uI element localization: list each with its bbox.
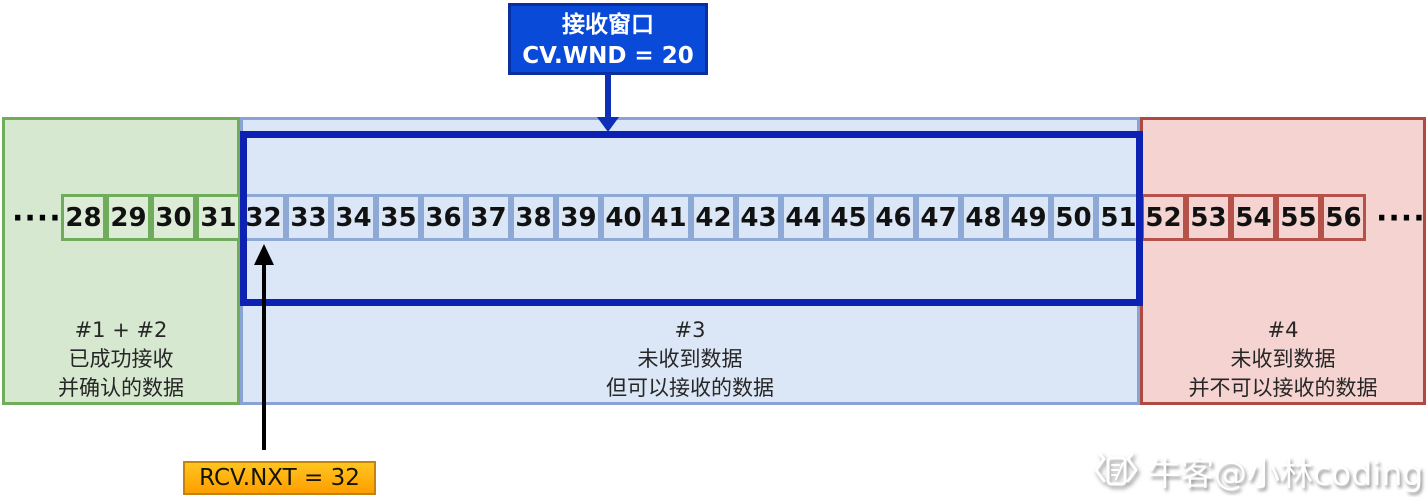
window-pointer-arrow-line <box>605 74 611 118</box>
sequence-cell-37: 37 <box>466 194 511 241</box>
sequence-cell-28: 28 <box>61 194 106 241</box>
region-label-line: 已成功接收 <box>68 347 174 371</box>
ellipsis-right: ····· <box>1376 201 1428 236</box>
sequence-cell-48: 48 <box>961 194 1006 241</box>
region-label-line: 并不可以接收的数据 <box>1188 376 1378 400</box>
sequence-cell-45: 45 <box>826 194 871 241</box>
sequence-cell-53: 53 <box>1186 194 1231 241</box>
sequence-cell-36: 36 <box>421 194 466 241</box>
sequence-cell-42: 42 <box>691 194 736 241</box>
sequence-cell-52: 52 <box>1141 194 1186 241</box>
sequence-cell-47: 47 <box>916 194 961 241</box>
sequence-cell-43: 43 <box>736 194 781 241</box>
sequence-cell-30: 30 <box>151 194 196 241</box>
niuke-logo-icon <box>1094 452 1138 486</box>
sequence-cell-51: 51 <box>1096 194 1141 241</box>
region-not-received-but-acceptable: #3 未收到数据 但可以接收的数据 <box>240 117 1140 405</box>
sequence-cell-32: 32 <box>241 194 286 241</box>
sequence-cell-44: 44 <box>781 194 826 241</box>
sequence-cell-46: 46 <box>871 194 916 241</box>
sequence-cell-33: 33 <box>286 194 331 241</box>
watermark-text: 牛客@小林coding <box>1148 454 1424 493</box>
sequence-cell-56: 56 <box>1321 194 1366 241</box>
window-pointer-arrow-head <box>597 117 619 132</box>
sequence-cell-38: 38 <box>511 194 556 241</box>
region-label-line: 未收到数据 <box>1230 347 1336 371</box>
region-received-and-acked-label: #1 + #2 已成功接收 并确认的数据 <box>5 316 237 403</box>
sequence-cell-50: 50 <box>1051 194 1096 241</box>
region-not-received-but-acceptable-label: #3 未收到数据 但可以接收的数据 <box>243 316 1137 403</box>
region-not-received-not-acceptable-label: #4 未收到数据 并不可以接收的数据 <box>1143 316 1423 403</box>
receive-window-title-box: 接收窗口 CV.WND = 20 <box>508 3 708 75</box>
sequence-cell-54: 54 <box>1231 194 1276 241</box>
region-label-line: #1 + #2 <box>74 318 168 342</box>
receive-window-size: CV.WND = 20 <box>522 43 694 69</box>
receive-window-title: 接收窗口 <box>562 12 654 38</box>
sequence-cell-49: 49 <box>1006 194 1051 241</box>
region-label-line: 未收到数据 <box>637 347 743 371</box>
rcv-nxt-arrow-line <box>262 260 266 450</box>
region-label-line: #3 <box>674 318 706 342</box>
rcv-nxt-label-box: RCV.NXT = 32 <box>183 461 376 495</box>
sequence-cell-31: 31 <box>196 194 241 241</box>
sequence-cell-40: 40 <box>601 194 646 241</box>
region-label-line: 并确认的数据 <box>58 376 184 400</box>
rcv-nxt-arrow-head <box>254 244 274 265</box>
sequence-cell-29: 29 <box>106 194 151 241</box>
sequence-cell-41: 41 <box>646 194 691 241</box>
sequence-cell-39: 39 <box>556 194 601 241</box>
region-label-line: #4 <box>1267 318 1299 342</box>
sequence-cell-55: 55 <box>1276 194 1321 241</box>
region-not-received-not-acceptable: #4 未收到数据 并不可以接收的数据 <box>1140 117 1426 405</box>
sequence-cell-34: 34 <box>331 194 376 241</box>
sequence-cell-35: 35 <box>376 194 421 241</box>
region-received-and-acked: #1 + #2 已成功接收 并确认的数据 <box>2 117 240 405</box>
watermark: 牛客@小林coding <box>1092 447 1423 495</box>
region-label-line: 但可以接收的数据 <box>606 376 774 400</box>
